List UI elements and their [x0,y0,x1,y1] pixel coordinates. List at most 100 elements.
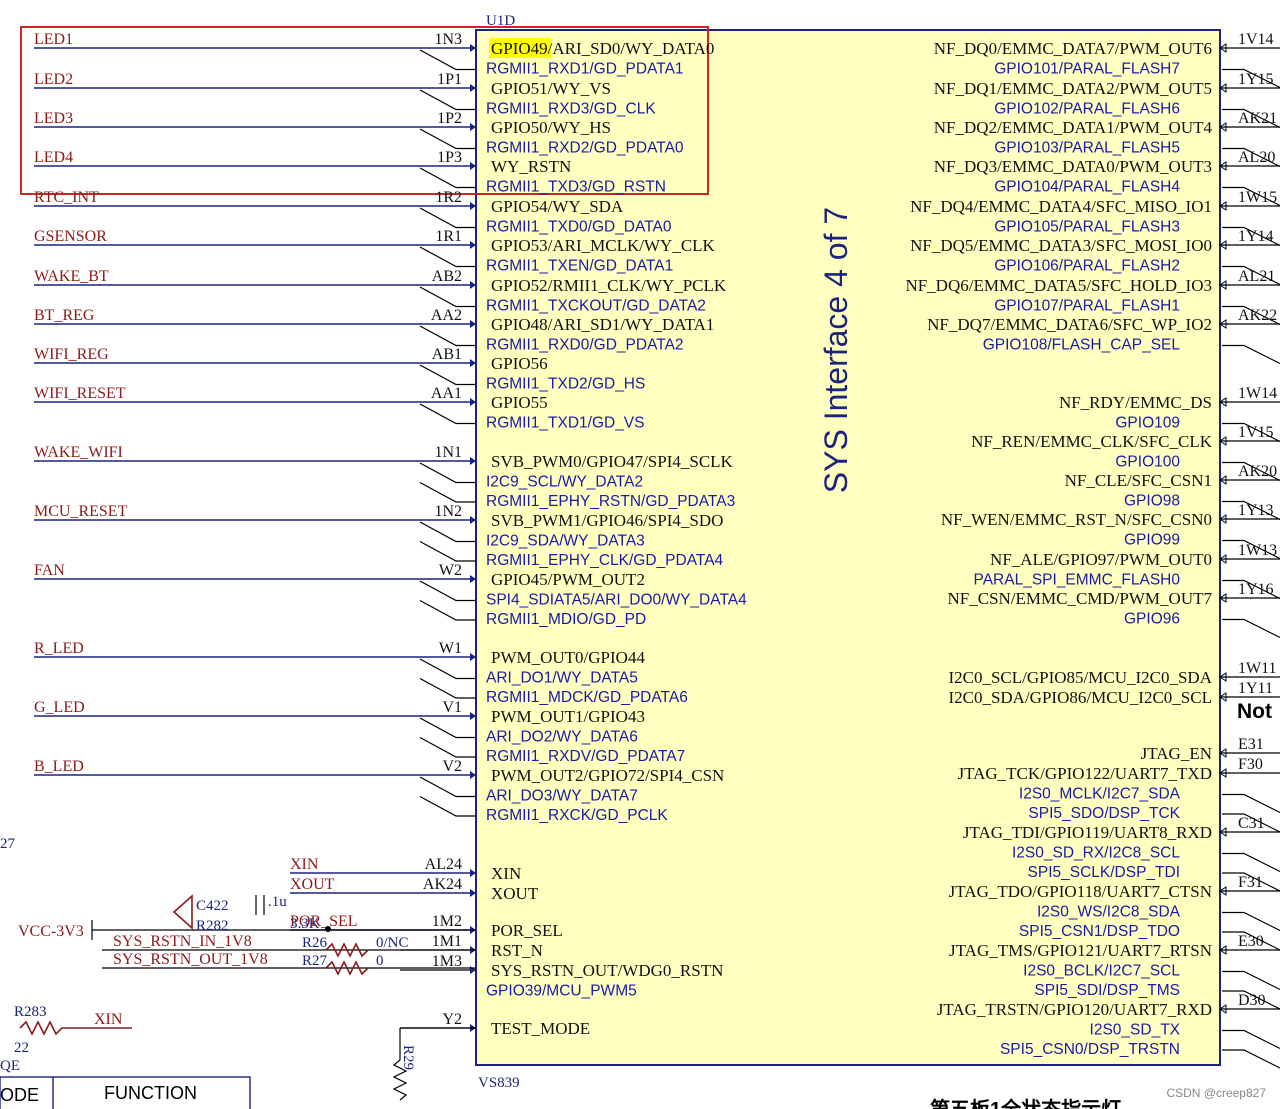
mux-lead [1222,147,1280,168]
gpio49-highlight [489,38,551,58]
pin-alt-function: RGMII1_TXCKOUT/GD_DATA2 [486,298,706,315]
left-edge-label: 27 [0,836,16,852]
pin-alt-function: RGMII1_RXD0/GD_PDATA2 [486,337,684,354]
component-title: SYS Interface 4 of 7 [818,207,854,493]
pin-alt-function: I2C9_SDA/WY_DATA3 [486,533,645,550]
pin-number: 1V15 [1238,424,1274,441]
right-pin-AK21[interactable]: AK21NF_DQ2/EMMC_DATA1/PWM_OUT4GPIO103/PA… [934,110,1280,168]
right-pin-AL21[interactable]: AL21NF_DQ6/EMMC_DATA5/SFC_HOLD_IO3GPIO10… [905,268,1280,326]
pin-alt-function: RGMII1_MDIO/GD_PD [486,611,646,628]
mux-lead [419,580,476,602]
right-pin-D30[interactable]: D30JTAG_TRSTN/GPIO120/UART7_RXDI2S0_SD_T… [937,992,1280,1069]
pin-number: 1R1 [435,228,462,245]
net-label: WAKE_WIFI [34,444,123,461]
pin-function: SVB_PWM0/GPIO47/SPI4_SCLK [491,452,734,471]
caption-panel [926,1088,1280,1109]
pin-function: JTAG_TRSTN/GPIO120/UART7_RXD [937,1000,1212,1019]
pin-alt-function: GPIO101/PARAL_FLASH7 [994,61,1180,78]
right-edge-note: Not [1237,700,1272,723]
pin-alt-function: I2S0_MCLK/I2C7_SDA [1019,786,1181,803]
net-label: B_LED [34,758,84,775]
r283-value: 22 [14,1040,29,1056]
pin-function: I2C0_SCL/GPIO85/MCU_I2C0_SDA [948,668,1212,687]
rst-out-label: SYS_RSTN_OUT_1V8 [113,951,268,968]
pin-function: GPIO54/WY_SDA [491,197,624,216]
pin-arrow [1219,475,1227,485]
pin-alt-function: GPIO98 [1124,493,1180,510]
right-pin-1W15[interactable]: 1W15NF_DQ4/EMMC_DATA4/SFC_MISO_IO1GPIO10… [910,189,1280,247]
right-pin-1V14[interactable]: 1V14NF_DQ0/EMMC_DATA7/PWM_OUT6GPIO101/PA… [934,31,1280,89]
pin-alt-function: GPIO109 [1115,415,1180,432]
right-pin-F30[interactable]: F30JTAG_TCK/GPIO122/UART7_TXDI2S0_MCLK/I… [957,756,1280,833]
rst-in-label: SYS_RSTN_IN_1V8 [113,933,252,950]
component-designator: U1D [486,13,515,29]
right-pin-C31[interactable]: C31JTAG_TDI/GPIO119/UART8_RXDI2S0_SD_RX/… [963,815,1280,892]
mux-lead [1222,618,1280,639]
component-part-number: VS839 [478,1075,520,1091]
pin-function: XIN [491,864,521,883]
right-pin-E30[interactable]: E30JTAG_TMS/GPIO121/UART7_RTSNI2S0_BCLK/… [949,933,1280,1010]
right-pin-1Y14[interactable]: 1Y14NF_DQ5/EMMC_DATA3/SFC_MOSI_IO0GPIO10… [910,228,1280,286]
net-label: WAKE_BT [34,268,109,285]
pin-function: NF_DQ5/EMMC_DATA3/SFC_MOSI_IO0 [910,236,1212,255]
mux-lead [419,540,476,562]
net-label: POR_SEL [290,913,358,930]
mux-lead [1222,422,1280,443]
pin-function: GPIO55 [491,393,548,412]
right-pin-AL20[interactable]: AL20NF_DQ3/EMMC_DATA0/PWM_OUT3GPIO104/PA… [934,149,1280,207]
pin-arrow [1219,554,1227,564]
right-pin-AK22[interactable]: AK22NF_DQ7/EMMC_DATA6/SFC_WP_IO2GPIO108/… [927,307,1280,365]
pin-arrow [1219,827,1227,837]
selection-box [20,26,709,195]
mux-lead [419,795,476,817]
mux-lead [1222,265,1280,286]
pin-number: W1 [439,640,462,657]
r26-symbol [325,942,369,958]
right-pin-1Y15[interactable]: 1Y15NF_DQ1/EMMC_DATA2/PWM_OUT5GPIO102/PA… [934,71,1280,129]
pin-arrow [1219,240,1227,250]
mux-lead [419,167,476,189]
pin-function: NF_DQ4/EMMC_DATA4/SFC_MISO_IO1 [910,197,1212,216]
pin-arrow [1219,397,1227,407]
mux-lead [1222,539,1280,560]
right-pin-F31[interactable]: F31JTAG_TDO/GPIO118/UART7_CTSNI2S0_WS/I2… [949,874,1280,951]
pin-alt-function: RGMII1_MDCK/GD_PDATA6 [486,689,688,706]
mux-lead [1222,852,1280,873]
pin-arrow [470,712,476,720]
pin-number: AB1 [432,346,462,363]
pin-function: XOUT [491,884,539,903]
pin-alt-function: ARI_DO3/WY_DATA7 [486,788,638,805]
pin-number: AL24 [425,856,462,873]
right-pin-1W13[interactable]: 1W13NF_ALE/GPIO97/PWM_OUT0PARAL_SPI_EMMC… [974,542,1280,600]
mux-lead [419,207,476,229]
r283-symbol [19,1020,132,1036]
pin-number: 1M2 [432,913,462,930]
